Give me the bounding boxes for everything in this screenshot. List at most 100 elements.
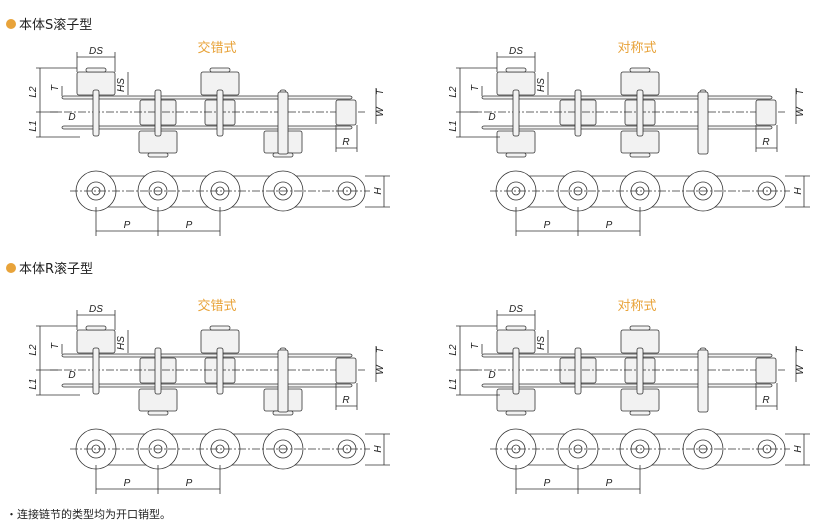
attachment-hole (335, 99, 357, 126)
label-t: T (470, 84, 481, 91)
label-ds: DS (89, 304, 103, 315)
label-t: T (375, 88, 386, 95)
label-hs: HS (536, 336, 547, 350)
label-p: P (124, 478, 131, 489)
roller-washer (85, 67, 107, 73)
label-h: H (373, 187, 384, 195)
roller-washer (147, 410, 169, 416)
label-l2: L2 (448, 86, 459, 98)
label-p: P (606, 220, 613, 231)
connecting-pin (277, 349, 289, 413)
link-plate (481, 95, 773, 100)
roller-washer (629, 152, 651, 158)
top-view (470, 325, 785, 416)
section-title-text: 本体R滚子型 (19, 262, 94, 277)
roller-washer (505, 67, 527, 73)
label-t: T (375, 346, 386, 353)
roller-washer (505, 410, 527, 416)
label-p: P (606, 478, 613, 489)
pin (512, 347, 520, 395)
label-r: R (762, 137, 769, 148)
label-d: D (488, 370, 495, 381)
label-t: T (795, 346, 806, 353)
label-d: D (488, 112, 495, 123)
label-h: H (373, 445, 384, 453)
label-p: P (544, 220, 551, 231)
link-plate (61, 125, 353, 130)
label-h: H (793, 445, 804, 453)
diagram-caption: 对称式 (617, 40, 656, 55)
label-d: D (68, 370, 75, 381)
label-hs: HS (116, 336, 127, 350)
label-l2: L2 (28, 344, 39, 356)
connecting-pin (697, 91, 709, 155)
attachment-hole (755, 99, 777, 126)
side-view (70, 170, 370, 212)
orange-dot-icon (6, 262, 16, 273)
pin (574, 347, 582, 395)
label-p: P (544, 478, 551, 489)
roller-washer (505, 325, 527, 331)
link-plate (481, 383, 773, 388)
link-plate (61, 383, 353, 388)
label-r: R (342, 137, 349, 148)
label-r: R (762, 395, 769, 406)
label-t: T (50, 342, 61, 349)
diagram-caption: 交错式 (197, 40, 236, 55)
pin (154, 347, 162, 395)
top-view (470, 67, 785, 158)
label-w: W (795, 106, 806, 117)
pin (154, 89, 162, 137)
label-hs: HS (536, 78, 547, 92)
label-ds: DS (509, 304, 523, 315)
pin (636, 89, 644, 137)
link-plate (481, 125, 773, 130)
label-l1: L1 (28, 378, 39, 389)
side-view-dimensions: H P P (95, 433, 390, 494)
pin (636, 347, 644, 395)
roller-washer (209, 325, 231, 331)
side-view-dimensions: H P P (515, 175, 810, 236)
label-t: T (795, 88, 806, 95)
label-p: P (186, 478, 193, 489)
roller-washer (629, 410, 651, 416)
footnote: ・连接链节的类型均为开口销型。 (6, 508, 171, 521)
top-view (50, 325, 365, 416)
label-p: P (186, 220, 193, 231)
section-title-text: 本体S滚子型 (19, 18, 93, 33)
label-p: P (124, 220, 131, 231)
pin (574, 89, 582, 137)
side-view (490, 170, 790, 212)
side-view (490, 428, 790, 470)
pin (92, 89, 100, 137)
side-view-dimensions: H P P (95, 175, 390, 236)
label-w: W (375, 364, 386, 375)
diagram-caption: 对称式 (617, 298, 656, 313)
label-w: W (375, 106, 386, 117)
label-t: T (50, 84, 61, 91)
label-l1: L1 (28, 120, 39, 131)
label-ds: DS (509, 46, 523, 57)
roller-washer (209, 67, 231, 73)
label-ds: DS (89, 46, 103, 57)
orange-dot-icon (6, 18, 16, 29)
label-hs: HS (116, 78, 127, 92)
label-r: R (342, 395, 349, 406)
link-plate (61, 95, 353, 100)
roller-washer (505, 152, 527, 158)
side-view-dimensions: H P P (515, 433, 810, 494)
label-h: H (793, 187, 804, 195)
label-w: W (795, 364, 806, 375)
section-title-s-roller: 本体S滚子型 (6, 14, 92, 33)
connecting-pin (697, 349, 709, 413)
pin (216, 89, 224, 137)
pin (512, 89, 520, 137)
pin (92, 347, 100, 395)
label-l1: L1 (448, 120, 459, 131)
